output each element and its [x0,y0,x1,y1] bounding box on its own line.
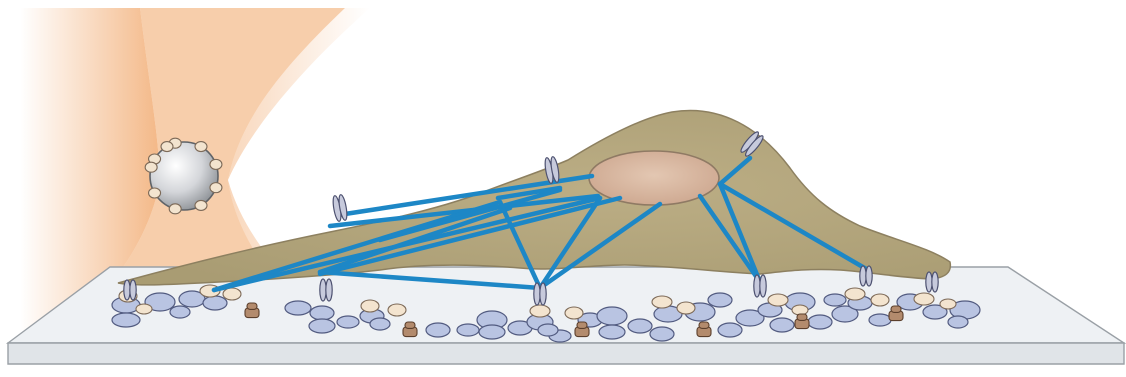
ecm-protein-blue [285,301,311,315]
ecm-protein-blue [112,313,140,327]
ecm-protein-cream [677,302,695,314]
ecm-protein-cream [768,294,788,306]
ecm-protein-blue [628,319,652,333]
bead-ligand [210,183,222,193]
ecm-protein-brown [699,322,709,328]
bead-ligand [210,159,222,169]
ecm-protein-brown [797,314,807,320]
ecm-protein-blue [170,306,190,318]
ecm-protein-brown [891,306,901,312]
bead-ligand [195,142,207,152]
ecm-protein-blue [708,293,732,307]
ecm-protein-brown [577,322,587,328]
bead-ligand [161,142,173,152]
ecm-protein-blue [426,323,450,337]
ecm-protein-blue [869,314,891,326]
ecm-protein-cream [136,304,152,314]
ecm-protein-cream [940,299,956,309]
ecm-protein-blue [309,319,335,333]
ecm-protein-cream [223,288,241,300]
ecm-protein-brown [247,303,257,309]
ecm-protein-blue [337,316,359,328]
ecm-protein-blue [824,294,846,306]
ecm-protein-cream [388,304,406,316]
ecm-protein-blue [538,324,558,336]
ecm-protein-blue [718,323,742,337]
ecm-protein-blue [597,307,627,325]
ecm-protein-brown [405,322,415,328]
ecm-protein-cream [565,307,583,319]
ecm-protein-cream [652,296,672,308]
ecm-protein-blue [770,318,794,332]
ecm-protein-cream [361,300,379,312]
bead-ligand [149,188,161,198]
bead-ligand [145,162,157,172]
ecm-protein-cream [845,288,865,300]
bead-ligand [195,200,207,210]
ecm-protein-blue [599,325,625,339]
ecm-protein-blue [650,327,674,341]
ecm-protein-cream [871,294,889,306]
ecm-protein-cream [914,293,934,305]
ecm-protein-cream [530,305,550,317]
bead-ligand [169,204,181,214]
integrin-receptor [332,194,349,222]
ecm-protein-blue [808,315,832,329]
ecm-protein-blue [948,316,968,328]
ecm-protein-blue [310,306,334,320]
ecm-protein-blue [457,324,479,336]
ecm-protein-blue [479,325,505,339]
ecm-protein-blue [203,296,227,310]
ecm-protein-blue [370,318,390,330]
